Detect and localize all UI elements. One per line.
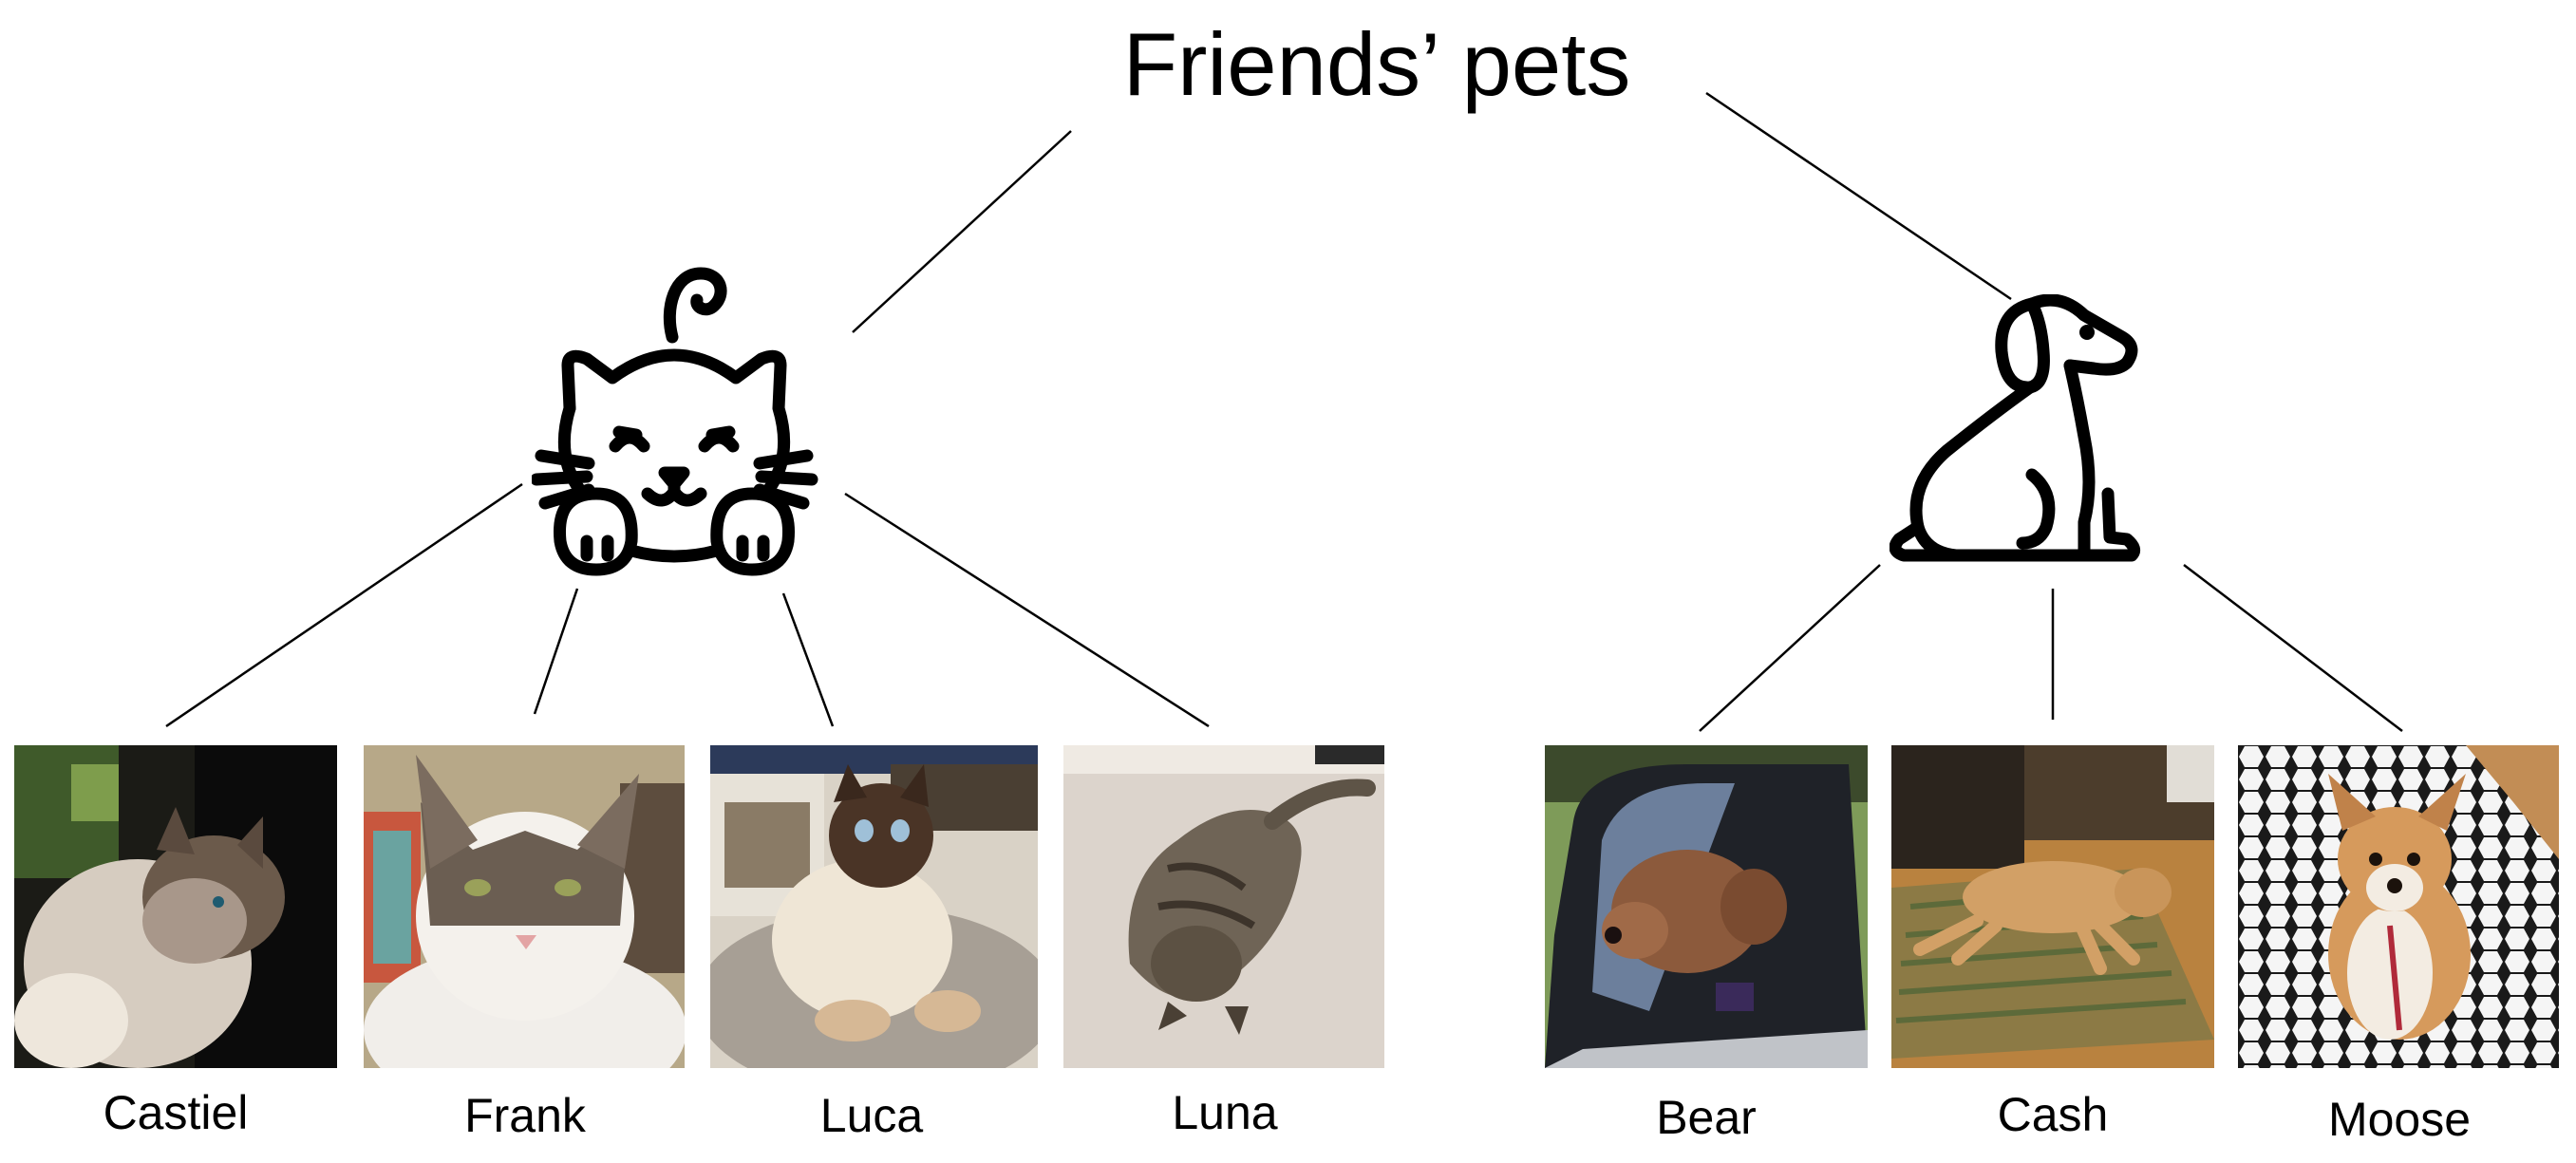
pet-name-cash: Cash — [1997, 1088, 2109, 1141]
line-cat-to-castiel — [165, 482, 523, 728]
pet-name-luna: Luna — [1172, 1086, 1278, 1139]
line-cat-to-frank — [533, 588, 579, 715]
line-title-to-cat — [852, 130, 1072, 333]
photo-cash — [1891, 745, 2214, 1068]
cat-icon — [532, 267, 818, 576]
pet-name-castiel: Castiel — [103, 1086, 249, 1139]
line-dog-to-moose — [2183, 564, 2403, 732]
line-dog-to-bear — [1699, 564, 1881, 732]
photo-frank — [364, 745, 685, 1068]
photo-bear — [1545, 745, 1868, 1068]
dog-icon — [1890, 294, 2141, 562]
photo-luca — [710, 745, 1038, 1068]
diagram-title: Friends’ pets — [1122, 14, 1631, 114]
pet-name-luca: Luca — [819, 1089, 924, 1142]
pet-name-moose: Moose — [2327, 1093, 2472, 1146]
line-cat-to-luna — [844, 492, 1210, 728]
photo-moose — [2238, 745, 2559, 1068]
pet-name-frank: Frank — [464, 1089, 586, 1142]
photo-luna — [1063, 745, 1384, 1068]
dog-eye — [2079, 325, 2095, 340]
line-title-to-dog — [1705, 91, 2012, 301]
line-cat-to-luca — [781, 592, 835, 727]
pet-name-bear: Bear — [1656, 1091, 1757, 1144]
photo-castiel — [14, 745, 337, 1068]
